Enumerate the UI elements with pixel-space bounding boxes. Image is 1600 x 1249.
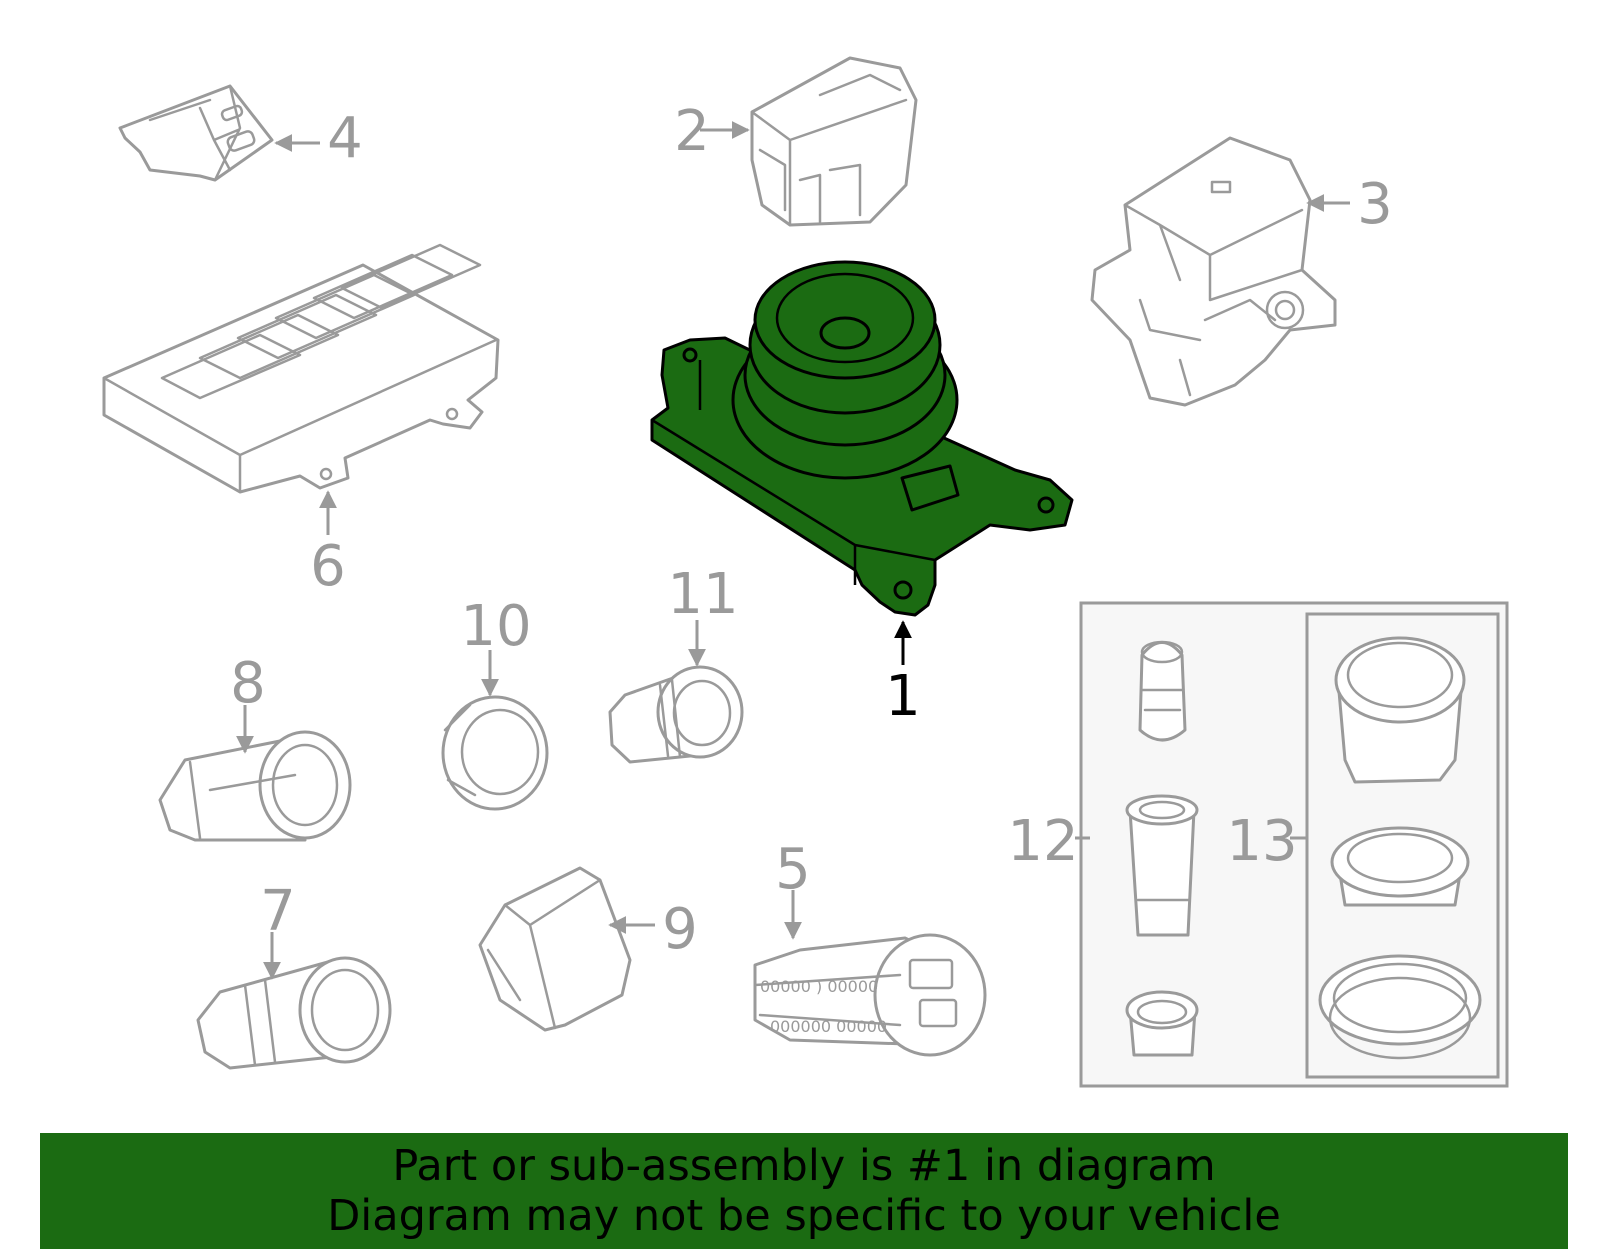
leader-lines [236, 121, 1350, 980]
part-3-shifter-housing [1090, 136, 1337, 407]
callout-9: 9 [662, 897, 698, 962]
part-11-plug [608, 665, 744, 764]
callout-2: 2 [674, 99, 710, 164]
callout-13: 13 [1226, 809, 1297, 874]
inset-box [1079, 601, 1509, 1088]
callout-4: 4 [327, 106, 363, 171]
part-10-ring [441, 695, 549, 811]
part-7-socket [196, 956, 392, 1070]
part-4-switch [118, 84, 274, 182]
svg-text:00000 ) 00000: 00000 ) 00000 [760, 977, 878, 996]
banner-line-1: Part or sub-assembly is #1 in diagram [392, 1141, 1216, 1191]
svg-text:000000 00000: 000000 00000 [770, 1017, 887, 1036]
part-12-items [1125, 640, 1199, 1057]
part-2-switch-block [750, 56, 918, 227]
callout-1: 1 [885, 664, 921, 729]
callout-6: 6 [310, 534, 346, 599]
callout-labels: 1 2 3 4 5 6 7 8 9 10 11 12 13 [230, 99, 1393, 962]
banner-line-2: Diagram may not be specific to your vehi… [327, 1191, 1281, 1241]
part-5-usb-hub: 00000 ) 00000 000000 00000 [753, 933, 987, 1057]
callout-7: 7 [260, 879, 296, 944]
callout-5: 5 [775, 837, 811, 902]
part-13-items [1318, 636, 1482, 1060]
callout-11: 11 [667, 562, 738, 627]
callout-10: 10 [460, 594, 531, 659]
info-banner: Part or sub-assembly is #1 in diagram Di… [40, 1133, 1568, 1249]
part-8-socket [158, 730, 352, 842]
callout-8: 8 [230, 651, 266, 716]
part-1-controller-highlighted [650, 260, 1074, 617]
part-9-cover [478, 866, 632, 1032]
parts-diagram: 00000 ) 00000 000000 00000 [102, 56, 1509, 1088]
callout-12: 12 [1007, 809, 1078, 874]
callout-3: 3 [1357, 172, 1393, 237]
part-6-module [102, 243, 500, 494]
